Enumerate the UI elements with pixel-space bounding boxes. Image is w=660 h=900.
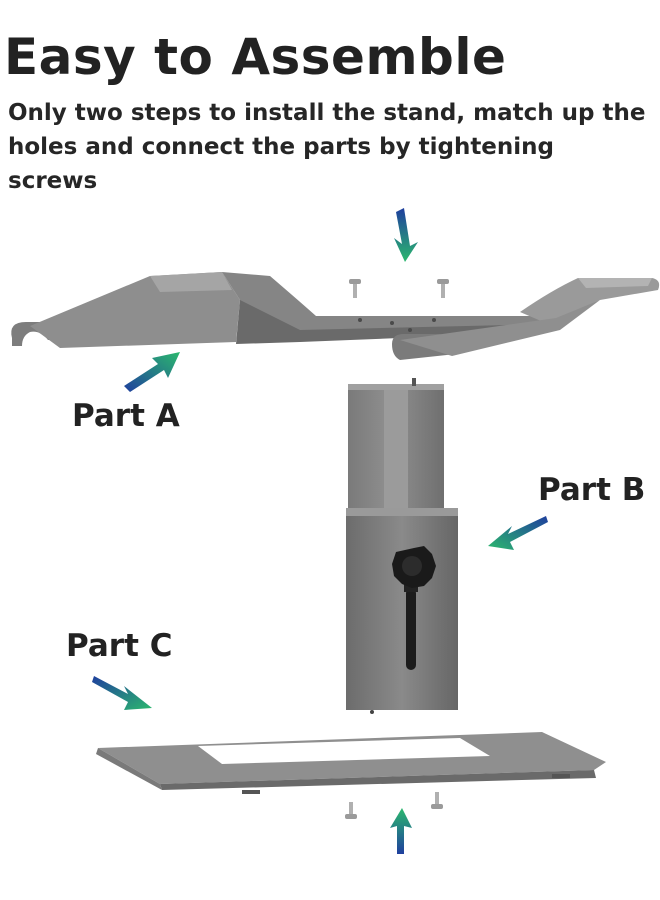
arrow-to-part-c-icon [92, 676, 152, 710]
bottom-screw-left-icon [345, 802, 357, 819]
part-b-column [346, 378, 458, 714]
arrow-to-part-b-icon [488, 516, 548, 550]
top-screw-left-icon [349, 279, 361, 298]
page-description: Only two steps to install the stand, mat… [8, 100, 646, 194]
arrow-up-icon [390, 808, 412, 854]
bottom-screw-right-icon [431, 792, 443, 809]
part-a-label: Part A [72, 398, 180, 434]
arrow-down-icon [394, 208, 418, 262]
part-a-tray [11, 272, 660, 360]
page-title: Easy to Assemble [4, 28, 507, 86]
top-screw-right-icon [437, 279, 449, 298]
part-c-base [96, 732, 606, 794]
arrow-to-part-a-icon [124, 352, 180, 392]
part-c-label: Part C [66, 628, 173, 664]
adjustment-knob-icon [392, 546, 436, 592]
part-b-label: Part B [538, 472, 646, 508]
